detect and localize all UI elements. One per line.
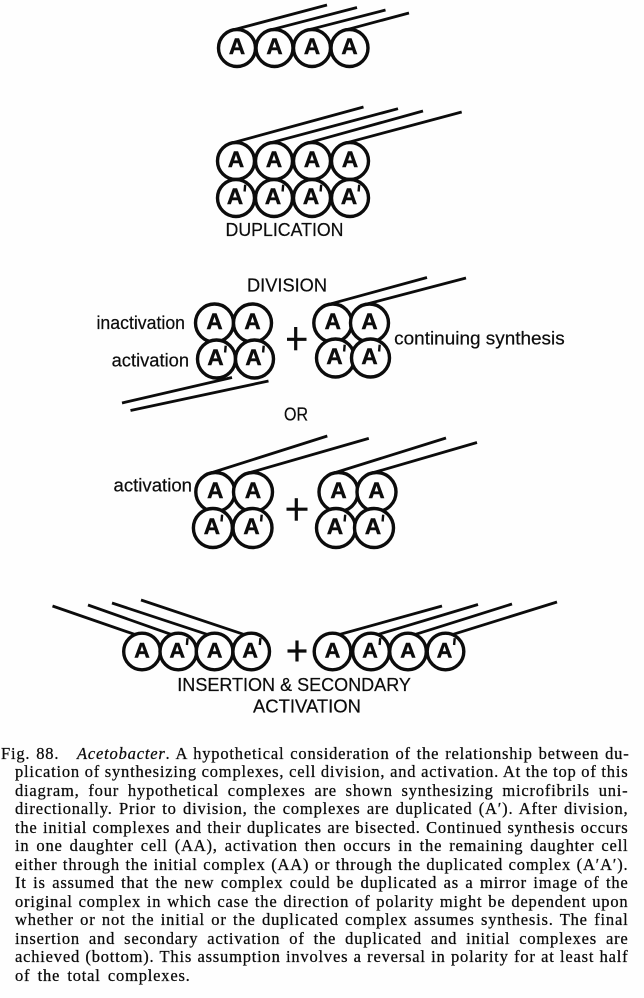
svg-text:A: A [228, 147, 244, 172]
svg-text:INSERTION & SECONDARY: INSERTION & SECONDARY [177, 675, 411, 695]
svg-text:A: A [134, 639, 150, 663]
svg-text:inactivation: inactivation [97, 313, 186, 333]
svg-text:A: A [242, 639, 258, 663]
svg-text:A: A [229, 34, 245, 59]
svg-text:A: A [266, 34, 282, 59]
svg-text:A: A [362, 639, 378, 663]
svg-text:A: A [227, 184, 243, 209]
svg-text:ACTIVATION: ACTIVATION [253, 697, 361, 717]
svg-text:A: A [437, 639, 453, 663]
svg-text:A: A [361, 344, 377, 369]
svg-text:OR: OR [284, 405, 308, 425]
svg-text:A: A [265, 184, 281, 209]
svg-text:A: A [206, 309, 222, 334]
svg-text:DUPLICATION: DUPLICATION [226, 220, 344, 240]
svg-text:A: A [245, 478, 261, 503]
svg-text:A: A [170, 639, 186, 663]
svg-text:A: A [207, 639, 223, 663]
svg-text:A: A [326, 344, 342, 369]
svg-text:A: A [207, 478, 223, 503]
svg-text:A: A [304, 147, 320, 172]
svg-text:A: A [341, 184, 357, 209]
svg-text:A: A [400, 639, 416, 663]
svg-text:A: A [361, 309, 377, 334]
svg-text:A: A [243, 514, 259, 539]
svg-text:A: A [207, 345, 223, 370]
svg-text:continuing synthesis: continuing synthesis [394, 329, 565, 349]
svg-text:A: A [325, 309, 341, 334]
svg-text:activation: activation [114, 476, 193, 496]
svg-text:A: A [327, 514, 343, 539]
svg-text:A: A [342, 147, 358, 172]
svg-text:DIVISION: DIVISION [247, 276, 327, 296]
svg-text:activation: activation [112, 350, 190, 370]
svg-text:A: A [244, 309, 260, 334]
svg-text:A: A [245, 345, 261, 370]
svg-text:A: A [266, 147, 282, 172]
svg-text:A: A [303, 184, 319, 209]
svg-text:A: A [304, 34, 320, 59]
svg-text:A: A [204, 514, 220, 539]
svg-text:A: A [368, 478, 384, 503]
svg-text:A: A [365, 514, 381, 539]
svg-text:A: A [325, 639, 341, 663]
svg-text:A: A [330, 478, 346, 503]
svg-text:A: A [341, 34, 357, 59]
